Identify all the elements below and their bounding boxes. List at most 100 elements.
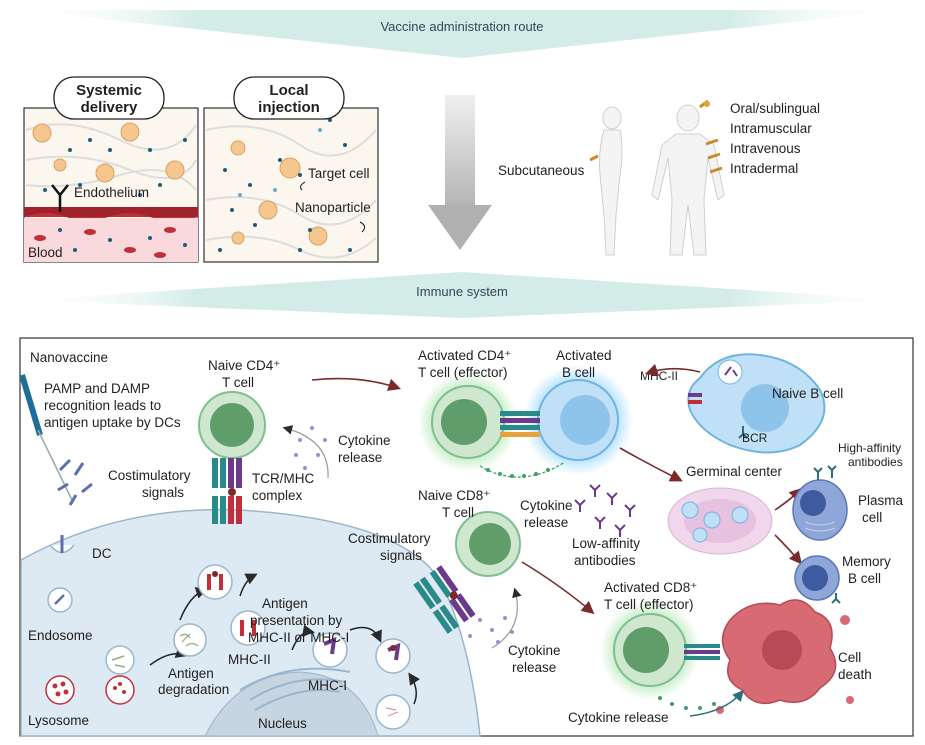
route-intradermal: Intradermal [730,161,798,176]
naive-cd4-line2: T cell [222,375,254,390]
cytokine-release-2-line1: Cytokine [520,498,573,513]
plasma-line1: Plasma [858,493,904,508]
activated-cd8-line1: Activated CD8⁺ [604,580,697,595]
systemic-title-line2: delivery [81,99,138,116]
mhc1-vesicle [312,632,348,668]
naive-cd8-tcell [455,511,521,577]
immune-banner-label: Immune system [416,284,508,299]
antigen-presentation-line1: Antigen [262,596,308,611]
naive-b-label: Naive B cell [772,386,843,401]
nanovaccine-label: Nanovaccine [30,350,108,365]
activated-cd8-tcell [600,600,720,700]
activated-cd4-line2: T cell (effector) [418,365,508,380]
route-oral: Oral/sublingual [730,101,820,116]
mhc1-label: MHC-I [308,678,347,693]
antigen-degradation-line1: Antigen [168,666,214,681]
route-banner-label: Vaccine administration route [380,19,543,34]
bcr-label: BCR [742,431,768,445]
activated-b-line1: Activated [556,348,612,363]
human-figures [599,104,725,256]
memory-line2: B cell [848,571,881,586]
cytokine-release-2-line2: release [524,515,568,530]
antigen-degradation-line2: degradation [158,682,229,697]
systemic-title-bubble: Systemic delivery [53,76,165,120]
memory-line1: Memory [842,554,891,569]
mhc1-vesicle-2 [375,638,411,674]
naive-cd4-tcell [198,391,266,524]
activated-cd4-tcell [418,372,518,472]
high-affinity-line2: antibodies [848,455,903,469]
activated-bcell [523,365,633,475]
nanoparticle-label: Nanoparticle [295,200,371,215]
immune-banner: Immune system [20,272,905,318]
costim-1-line1: Costimulatory [108,468,191,483]
nucleus-label: Nucleus [258,716,307,731]
endolysosome-fusion [105,587,208,705]
cytokine-release-1-line2: release [338,450,382,465]
high-affinity-antibodies [813,465,837,480]
naive-cd4-line1: Naive CD4⁺ [208,358,280,373]
low-affinity-line1: Low-affinity [572,536,640,551]
route-intramuscular: Intramuscular [730,121,812,136]
tcr-mhc-line2: complex [252,488,303,503]
dc-endocytosis [49,535,75,554]
endosome [47,587,73,613]
memory-bcell [794,555,841,604]
dc-label: DC [92,546,112,561]
cytokine-dots-4 [658,696,716,710]
tcr-mhc-line1: TCR/MHC [252,471,314,486]
systemic-title-line1: Systemic [76,82,142,99]
pamp-line1: PAMP and DAMP [44,381,150,396]
cd4-b-synapse [500,411,540,437]
dying-tumor-cell [716,599,854,714]
costim-2-line2: signals [380,548,422,563]
pamp-line2: recognition leads to [44,398,161,413]
pamp-line3: antigen uptake by DCs [44,415,181,430]
target-cell-label: Target cell [308,166,370,181]
nanovaccine-needle [19,374,73,501]
activated-cd8-line2: T cell (effector) [604,597,694,612]
local-injection-panel: Target cell Nanoparticle [203,107,379,263]
local-title-line1: Local [269,82,308,99]
cytokine-release-4-label: Cytokine release [568,710,669,725]
low-affinity-line2: antibodies [574,553,636,568]
activated-b-line2: B cell [562,365,595,380]
costim-1-line2: signals [142,485,184,500]
cytokine-release-3-line1: Cytokine [508,643,561,658]
germinal-center [667,487,773,555]
antigen-presentation-line2: presentation by [250,613,343,628]
mhc2-top-label: MHC-II [640,369,678,383]
naive-cd8-line2: T cell [442,505,474,520]
lysosome-label: Lysosome [28,713,89,728]
cell-death-line2: death [838,667,872,682]
activated-cd4-line1: Activated CD4⁺ [418,348,511,363]
mhc2-vesicle-top [197,564,233,600]
costim-2-line1: Costimulatory [348,531,431,546]
empty-vesicle [375,694,411,730]
subcutaneous-label: Subcutaneous [498,163,585,178]
mhc2-vesicle [230,610,266,646]
lysosome [45,675,75,705]
plasma-cell [792,479,848,541]
down-arrow [428,95,492,250]
cytokine-release-1-line1: Cytokine [338,433,391,448]
local-title-bubble: Local injection [233,76,345,120]
antigen-particles [57,458,93,506]
high-affinity-line1: High-affinity [838,441,901,455]
injection-markers [589,99,723,174]
mhc2-label: MHC-II [228,652,271,667]
antigen-presentation-line3: MHC-II or MHC-I [248,630,349,645]
route-banner: Vaccine administration route [20,10,905,58]
endothelium-label: Endothelium [74,185,149,200]
systemic-delivery-panel: Endothelium Blood [23,107,199,263]
endosome-label: Endosome [28,628,93,643]
naive-cd8-line1: Naive CD8⁺ [418,488,490,503]
cytokine-dots-1 [294,426,327,470]
cd8-dc-synapse [413,565,476,634]
cell-death-line1: Cell [838,650,861,665]
low-affinity-antibodies [574,484,636,537]
naive-bcell [687,353,826,454]
germinal-center-label: Germinal center [686,464,783,479]
